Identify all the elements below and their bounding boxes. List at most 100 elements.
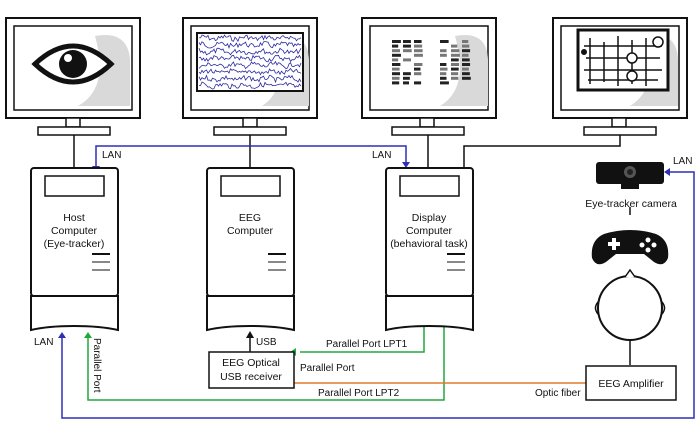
task-stimulus-cell (451, 72, 459, 76)
eeg-trace (198, 67, 302, 76)
eeg-waveform-icon (196, 32, 304, 92)
task-stimulus-cell (462, 40, 469, 43)
host-computer-label-3: (Eye-tracker) (44, 238, 105, 250)
usb-cable (246, 331, 254, 352)
optic-fiber-label: Optic fiber (535, 388, 581, 399)
camera-icon (596, 162, 664, 189)
task-stimulus-cell (392, 67, 400, 71)
task-stimulus-cell (462, 76, 471, 80)
task-stimulus-cell (414, 63, 423, 66)
task-stimulus-cell (462, 49, 471, 53)
task-stimulus-cell (403, 40, 411, 43)
lan-label-top-left: LAN (102, 150, 121, 161)
lan-label-top-mid: LAN (372, 150, 391, 161)
eye-icon (31, 43, 115, 85)
task-stimulus-cell (440, 76, 447, 80)
task-stimulus-cell (392, 58, 399, 62)
task-stimulus-cell (403, 44, 411, 48)
lpt2-label: Parallel Port LPT2 (318, 388, 400, 399)
parallel-port-label: Parallel Port (300, 363, 355, 374)
parallel-cables (87, 322, 445, 401)
eeg-trace (198, 47, 302, 56)
eeg-computer-label-2: Computer (227, 225, 274, 237)
task-stimulus-cell (414, 49, 423, 53)
task-stimulus-cell (414, 72, 422, 76)
lan-cables (61, 145, 695, 419)
task-stimulus-cell (451, 53, 460, 57)
task-stimulus-cell (451, 58, 459, 62)
eeg-trace (198, 54, 302, 63)
task-stimulus-cell (414, 67, 421, 71)
task-stimulus-cell (451, 63, 460, 66)
display-computer-label-3: (behavioral task) (390, 238, 468, 250)
task-stimulus-cell (451, 44, 458, 48)
task-stimulus-cell (414, 44, 423, 48)
behavioral-task-grid-icon (392, 40, 471, 85)
task-stimulus-cell (392, 72, 401, 76)
host-computer: Host Computer (Eye-tracker) (30, 167, 119, 332)
task-stimulus-cell (392, 63, 401, 66)
eeg-computer: EEG Computer (206, 167, 295, 332)
receiver-label-2: USB receiver (220, 371, 282, 383)
lan-label-right: LAN (673, 156, 692, 167)
task-stimulus-cell (462, 44, 470, 48)
head-icon (594, 268, 666, 341)
gamepad-icon (591, 230, 669, 265)
task-stimulus-cell (414, 53, 423, 57)
task-stimulus-cell (440, 49, 447, 53)
task-stimulus-cell (392, 49, 400, 53)
task-stimulus-cell (440, 63, 447, 66)
monitor-display (361, 17, 497, 136)
maze-task-icon (576, 28, 670, 92)
eeg-trace (198, 74, 302, 84)
task-stimulus-cell (392, 44, 399, 48)
task-stimulus-cell (403, 76, 410, 80)
eeg-trace (198, 60, 302, 70)
monitor-maze (552, 17, 688, 136)
host-computer-label-2: Computer (51, 225, 98, 237)
task-stimulus-cell (451, 49, 460, 53)
eeg-computer-label-1: EEG (239, 212, 261, 224)
lpt1-label: Parallel Port LPT1 (326, 339, 408, 350)
task-stimulus-cell (414, 40, 422, 43)
task-stimulus-cell (462, 72, 470, 76)
task-stimulus-cell (440, 81, 449, 85)
eeg-trace (198, 81, 302, 90)
display-computer-label-2: Computer (406, 225, 453, 237)
task-stimulus-cell (403, 72, 411, 76)
task-stimulus-cell (451, 67, 459, 71)
task-stimulus-cell (403, 81, 410, 85)
task-stimulus-cell (440, 72, 447, 76)
task-stimulus-cell (440, 40, 449, 43)
amplifier-label: EEG Amplifier (598, 378, 664, 390)
video-cables (73, 135, 631, 365)
lan-label-bottom-left: LAN (34, 337, 53, 348)
camera-label: Eye-tracker camera (585, 198, 677, 210)
task-stimulus-cell (403, 49, 412, 53)
receiver-label-1: EEG Optical (222, 357, 280, 369)
eeg-trace (198, 34, 302, 43)
task-stimulus-cell (462, 67, 469, 71)
eeg-optical-usb-receiver: EEG Optical USB receiver (208, 351, 295, 389)
task-stimulus-cell (462, 53, 469, 57)
task-stimulus-cell (403, 58, 411, 62)
task-stimulus-cell (462, 58, 470, 62)
task-stimulus-cell (392, 81, 400, 85)
task-stimulus-cell (440, 53, 447, 57)
task-stimulus-cell (392, 40, 401, 43)
display-computer: Display Computer (behavioral task) (385, 167, 474, 332)
task-stimulus-cell (414, 81, 422, 85)
usb-label: USB (256, 337, 277, 348)
monitor-eeg (182, 17, 318, 136)
parallel-port-vertical-label: Parallel Port (91, 338, 102, 393)
monitor-host (5, 17, 141, 136)
display-computer-label-1: Display (412, 212, 447, 224)
task-stimulus-cell (451, 76, 459, 80)
host-computer-label-1: Host (63, 212, 85, 224)
task-stimulus-cell (392, 53, 401, 57)
eeg-amplifier: EEG Amplifier (585, 365, 677, 401)
task-stimulus-cell (392, 76, 400, 80)
eeg-trace (198, 40, 302, 49)
task-stimulus-cell (462, 63, 471, 66)
